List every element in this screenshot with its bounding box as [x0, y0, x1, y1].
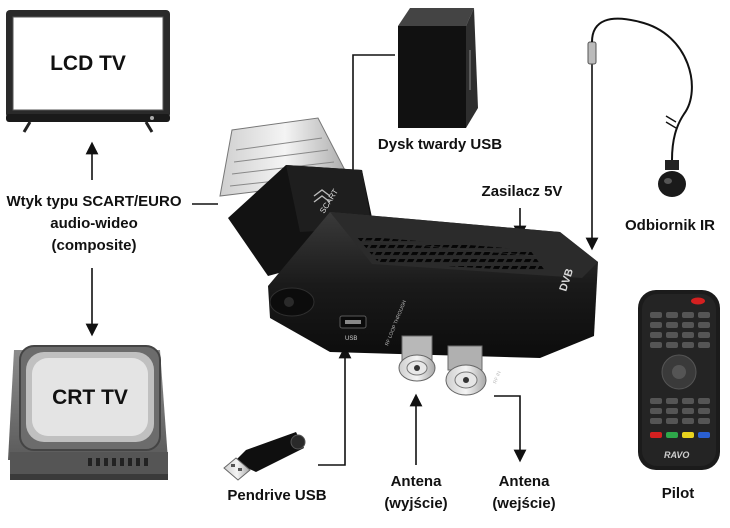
usb-pendrive: [223, 432, 306, 481]
crt-tv: [8, 345, 168, 480]
pendrive-label: Pendrive USB: [227, 487, 327, 504]
antenna-out-connector: [398, 335, 436, 382]
antenna-in-label-1: Antena: [498, 473, 550, 490]
ir-receiver-label: Odbiornik IR: [625, 217, 715, 234]
lcd-tv: [6, 10, 170, 133]
scart-label-line2: audio-wideo: [50, 215, 138, 232]
hdd-label: Dysk twardy USB: [377, 136, 503, 153]
scart-label-line1: Wtyk typu SCART/EURO: [6, 193, 182, 210]
usb-hard-drive: [398, 8, 478, 128]
pilot-label: Pilot: [661, 485, 695, 502]
rf-in-text: RF IN: [492, 370, 503, 385]
power-label: Zasilacz 5V: [481, 183, 563, 200]
crt-tv-label: CRT TV: [52, 386, 128, 409]
remote-control: RAVO: [638, 290, 720, 470]
lcd-tv-label: LCD TV: [50, 52, 126, 75]
scart-label-line3: (composite): [51, 237, 137, 254]
antenna-out-label-2: (wyjście): [384, 495, 448, 512]
antenna-in-connector: [445, 345, 487, 396]
dvb-receiver: USB DVB RF LOOP THROUGH RF IN: [268, 212, 598, 385]
antenna-out-label-1: Antena: [390, 473, 442, 490]
remote-brand-text: RAVO: [664, 450, 689, 460]
usb-port-text: USB: [345, 336, 357, 342]
antenna-in-label-2: (wejście): [492, 495, 556, 512]
ir-receiver: [587, 17, 693, 197]
